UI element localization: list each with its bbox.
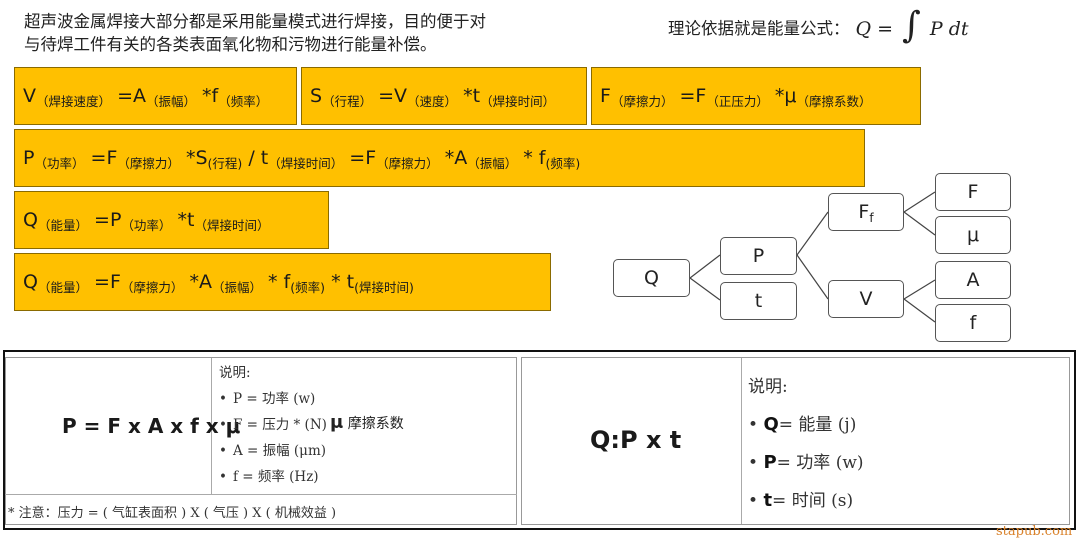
legend-item: •P = 功率 (w)	[219, 391, 316, 407]
theory-label: 理论依据就是能量公式：	[668, 19, 850, 38]
intro-paragraph: 超声波金属焊接大部分都是采用能量模式进行焊接，目的便于对 与待焊工件有关的各类表…	[24, 10, 486, 56]
legend-title: 说明:	[219, 365, 251, 381]
edge-q-p	[689, 254, 721, 279]
legend-item: •F = 压力 * (N)	[219, 417, 327, 433]
legend-item: • t= 时间 (s)	[748, 490, 854, 511]
divider	[211, 358, 212, 494]
energy-integral-formula: Q = ∫ P dt	[855, 5, 969, 46]
friction-coefficient-note: μ 摩擦系数	[330, 412, 404, 433]
legend-item: • Q= 能量 (j)	[748, 414, 857, 435]
edge-q-t	[689, 277, 721, 301]
tree-node-q: Q	[613, 259, 690, 297]
intro-line-2: 与待焊工件有关的各类表面氧化物和污物进行能量补偿。	[24, 35, 437, 54]
intro-line-1: 超声波金属焊接大部分都是采用能量模式进行焊接，目的便于对	[24, 12, 486, 31]
divider	[5, 494, 517, 495]
edge-p-ff	[796, 211, 829, 256]
integral-sign: ∫	[902, 5, 921, 46]
legend-item: • P= 功率 (w)	[748, 452, 864, 473]
edge-ff-mu	[903, 211, 936, 236]
formula-box-friction: F（摩擦力） =F（正压力） *μ（摩擦系数）	[591, 67, 921, 125]
pressure-note: * 注意：压力 = ( 气缸表面积 ) X ( 气压 ) X ( 机械效益 )	[8, 506, 337, 521]
legend-item: •A = 振幅 (μm)	[219, 443, 327, 459]
energy-formula: Q:P x t	[590, 426, 682, 454]
divider	[741, 358, 742, 524]
tree-node-a: A	[935, 261, 1011, 299]
legend-title: 说明:	[748, 377, 788, 397]
edge-v-f	[903, 298, 936, 323]
power-formula: P = F x A x f x μ	[62, 414, 241, 438]
tree-node-f-frequency: f	[935, 304, 1011, 342]
energy-legend: 说明: • Q= 能量 (j) • P= 功率 (w) • t= 时间 (s)	[748, 368, 864, 520]
formula-box-stroke: S（行程） =V（速度） *t（焊接时间）	[301, 67, 587, 125]
edge-ff-f	[903, 191, 936, 213]
formula-box-energy-pt: Q（能量） =P（功率） *t（焊接时间）	[14, 191, 329, 249]
edge-v-a	[903, 279, 936, 300]
bottom-reference-panel	[3, 350, 1076, 530]
tree-node-p: P	[720, 237, 797, 275]
energy-formula-card	[521, 357, 1070, 525]
formula-box-energy-full: Q（能量） =F（摩擦力） *A（振幅） * f(频率) * t(焊接时间)	[14, 253, 551, 311]
formula-box-power: P（功率） =F（摩擦力） *S(行程) / t（焊接时间） =F（摩擦力） *…	[14, 129, 865, 187]
formula-box-velocity: V（焊接速度） =A（振幅） *f（频率）	[14, 67, 297, 125]
power-formula-card	[5, 357, 517, 525]
tree-node-v: V	[828, 280, 904, 318]
edge-p-v	[796, 254, 829, 300]
energy-formula-heading: 理论依据就是能量公式： Q = ∫ P dt	[668, 5, 969, 46]
tree-node-mu: μ	[935, 216, 1011, 254]
watermark: stapub.com	[996, 524, 1073, 539]
tree-node-f-pressure: F	[935, 173, 1011, 211]
tree-node-t: t	[720, 282, 797, 320]
power-legend: 说明: •P = 功率 (w) •F = 压力 * (N) •A = 振幅 (μ…	[219, 360, 327, 490]
legend-item: •f = 频率 (Hz)	[219, 469, 319, 485]
